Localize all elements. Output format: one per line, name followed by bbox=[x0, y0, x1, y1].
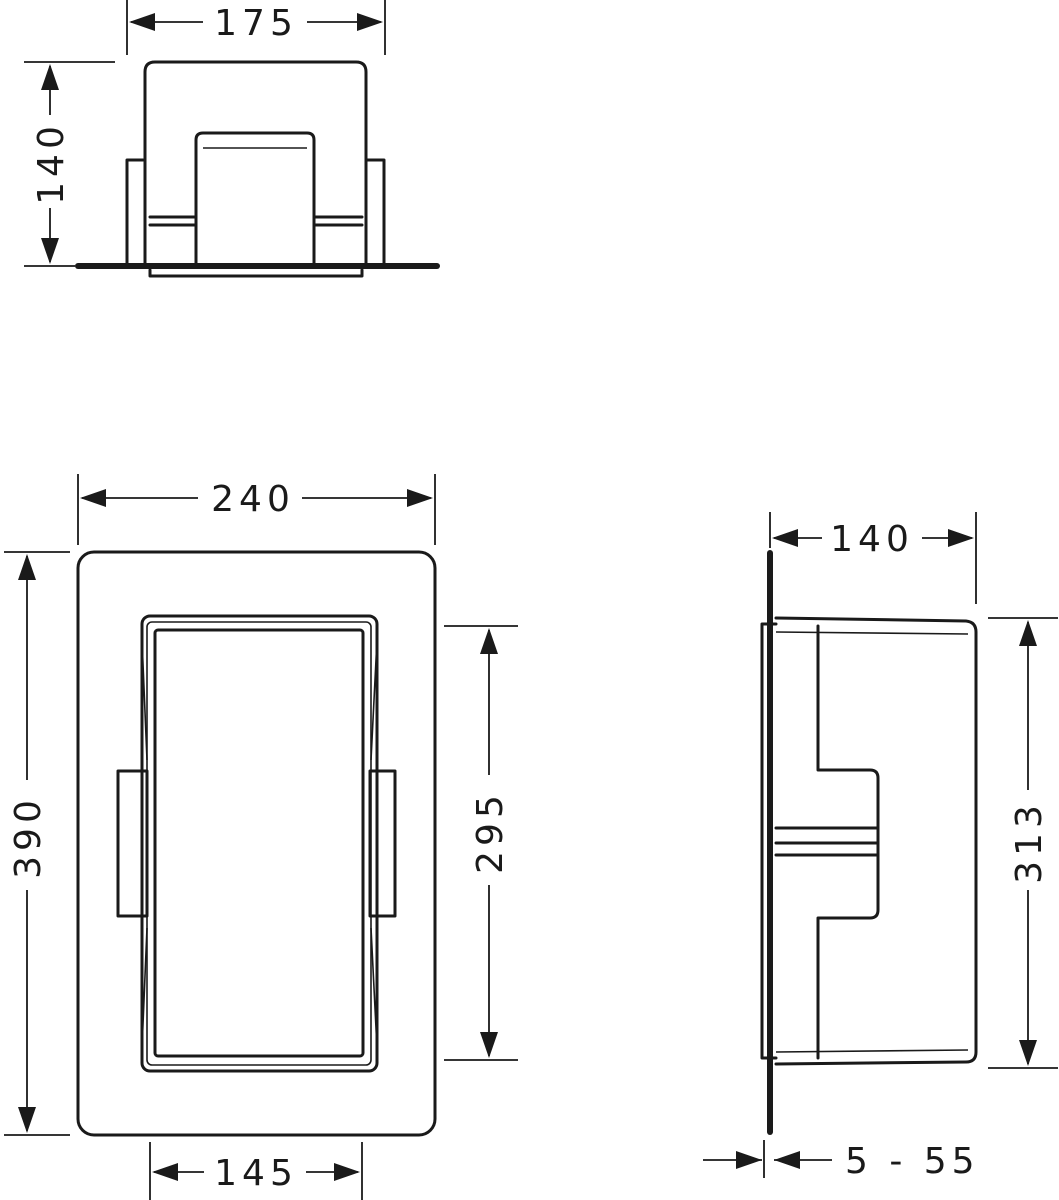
top-view-inner-box bbox=[194, 131, 316, 266]
dim-side-wall-range: 5 - 55 bbox=[703, 1140, 980, 1182]
dim-front-bottom-width: 145 bbox=[149, 1142, 363, 1200]
front-view-left-tab bbox=[116, 769, 149, 918]
side-view-shelf bbox=[774, 826, 880, 857]
top-view-base-lip bbox=[148, 268, 364, 278]
dim-front-width: 240 bbox=[77, 474, 436, 545]
dim-front-opening-height: 295 bbox=[444, 625, 518, 1061]
dim-top-width: 175 bbox=[126, 0, 386, 55]
top-view-left-tab bbox=[125, 158, 145, 266]
dim-label-390: 390 bbox=[8, 795, 49, 879]
side-view: 140 313 5 - 55 bbox=[703, 512, 1058, 1182]
dim-label-175: 175 bbox=[214, 3, 298, 44]
dim-label-240: 240 bbox=[211, 479, 295, 520]
top-view-right-tab bbox=[365, 158, 386, 266]
front-view-outer-opening bbox=[140, 614, 379, 1073]
front-view-right-tab bbox=[368, 769, 397, 918]
top-view-body bbox=[143, 60, 368, 266]
dim-label-145: 145 bbox=[214, 1153, 298, 1194]
dim-label-140-top: 140 bbox=[31, 121, 72, 205]
front-view: 240 390 295 bbox=[4, 474, 518, 1200]
top-view: 175 140 bbox=[24, 0, 440, 278]
dim-label-5-55: 5 - 55 bbox=[845, 1141, 980, 1182]
dim-label-295: 295 bbox=[470, 790, 511, 874]
side-view-body bbox=[774, 616, 978, 1066]
dim-side-depth: 140 bbox=[769, 512, 977, 604]
dim-label-313: 313 bbox=[1009, 800, 1050, 884]
dim-top-depth: 140 bbox=[24, 61, 115, 267]
front-view-inner-opening bbox=[153, 628, 365, 1058]
dim-label-140-side: 140 bbox=[830, 519, 914, 560]
dim-front-height: 390 bbox=[4, 551, 70, 1136]
dim-side-height: 313 bbox=[988, 617, 1058, 1069]
front-view-frame bbox=[76, 550, 437, 1137]
side-view-back bbox=[760, 622, 778, 1060]
